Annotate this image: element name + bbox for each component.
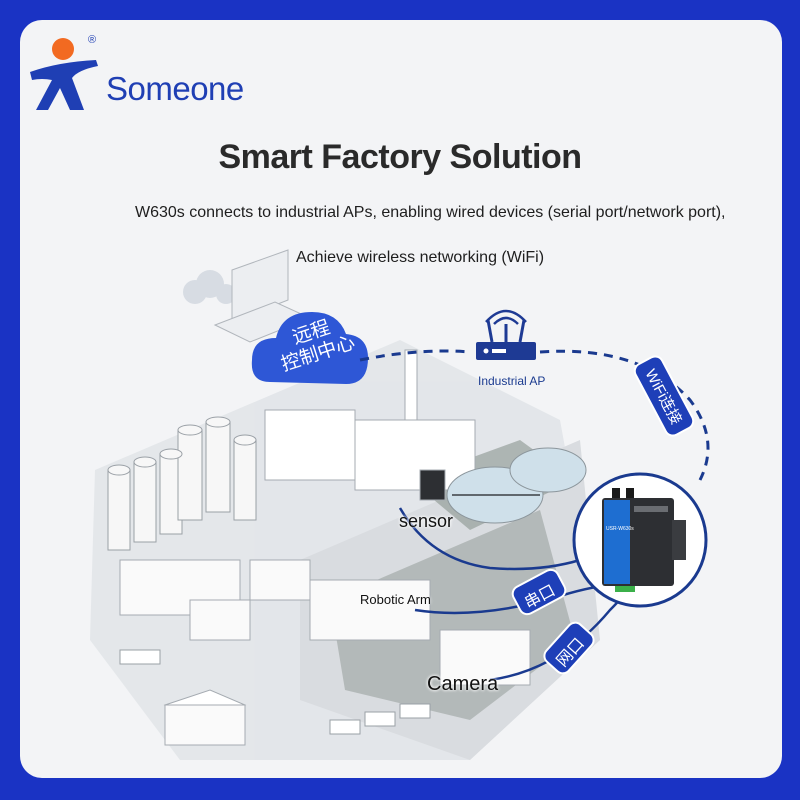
wifi-tag xyxy=(633,355,695,437)
serial-tag xyxy=(511,568,567,616)
remote-control-cloud xyxy=(251,312,368,384)
sensor-label: sensor xyxy=(399,511,454,531)
process-building xyxy=(264,349,476,501)
w630s-device xyxy=(572,472,708,608)
brand-name: Someone xyxy=(106,70,244,107)
router-icon xyxy=(476,309,536,360)
device-model-label: USR-W630s xyxy=(606,526,634,532)
cloud-icon xyxy=(183,270,236,304)
registered-mark: ® xyxy=(88,34,97,46)
camera-label: Camera xyxy=(427,673,499,695)
logo-mark-icon xyxy=(30,38,98,110)
monitor-icon xyxy=(213,249,312,343)
subtitle-line-2: Achieve wireless networking (WiFi) xyxy=(296,249,545,266)
factory-base xyxy=(90,340,600,760)
wifi-links xyxy=(359,349,710,481)
page-title: Smart Factory Solution xyxy=(218,138,582,176)
lower-buildings xyxy=(119,559,531,746)
silos xyxy=(107,416,257,551)
subtitle-line-1: W630s connects to industrial APs, enabli… xyxy=(135,204,726,221)
ap-label: Industrial AP xyxy=(478,374,546,388)
robotic-arm-label: Robotic Arm xyxy=(360,592,431,607)
trucks xyxy=(119,649,431,735)
water-tanks xyxy=(446,447,587,524)
network-tag xyxy=(543,621,595,675)
